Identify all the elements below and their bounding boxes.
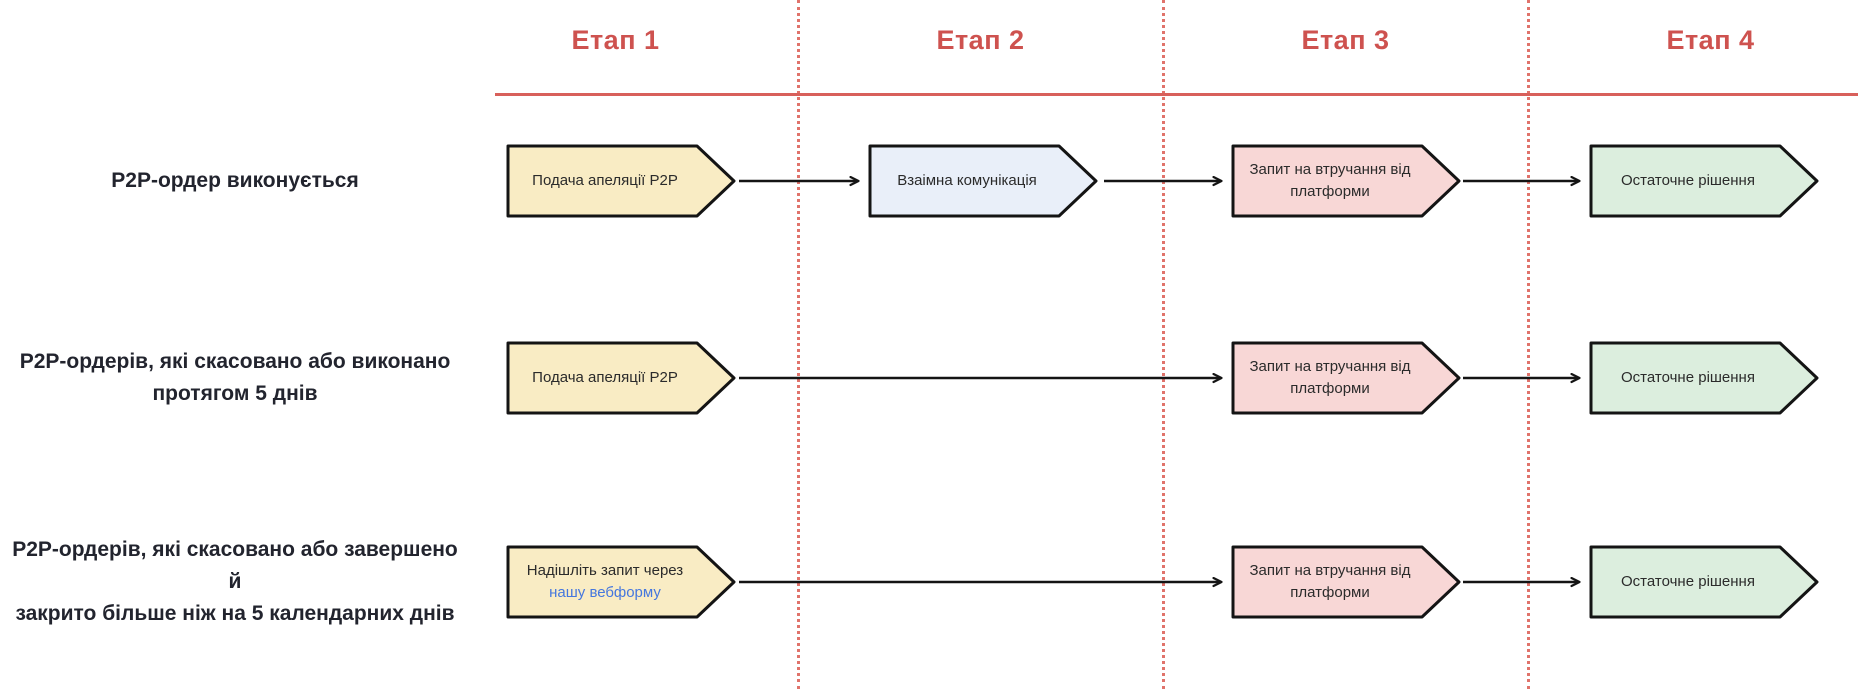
chevron-shape — [868, 144, 1098, 218]
stage-header-3: Етап 3 — [1301, 24, 1390, 55]
step-r1-submit-appeal: Подача апеляції P2P — [506, 144, 736, 218]
stage-divider-2 — [1162, 0, 1165, 689]
stage-header-rule — [495, 93, 1858, 96]
chevron-shape — [1589, 341, 1819, 415]
step-label: Взаімна комунікація — [897, 172, 1037, 190]
step-label: Подача апеляції P2P — [532, 369, 678, 387]
webform-link[interactable]: нашу вебформу — [549, 584, 661, 601]
step-r3-platform-intervention: Запит на втручання від платформи — [1231, 545, 1461, 619]
stage-divider-3 — [1527, 0, 1530, 689]
stage-header-1: Етап 1 — [571, 24, 660, 55]
chevron-shape — [1231, 341, 1461, 415]
stage-header-2: Етап 2 — [936, 24, 1025, 55]
chevron-shape — [1589, 545, 1819, 619]
step-label: Запит на втручання від платформи — [1249, 562, 1411, 601]
chevron-shape — [506, 545, 736, 619]
row-label-closed-over-5-days: P2P-ордерів, які скасовано або завершено… — [12, 538, 458, 625]
step-r3-final-decision: Остаточне рішення — [1589, 545, 1819, 619]
step-label: Остаточне рішення — [1621, 172, 1755, 190]
step-label: Подача апеляції P2P — [532, 172, 678, 190]
stage-header-4: Етап 4 — [1666, 24, 1755, 55]
chevron-shape — [506, 144, 736, 218]
step-label: Остаточне рішення — [1621, 573, 1755, 591]
step-r2-submit-appeal: Подача апеляції P2P — [506, 341, 736, 415]
step-r1-platform-intervention: Запит на втручання від платформи — [1231, 144, 1461, 218]
step-label-line1: Надішліть запит через — [526, 562, 684, 580]
chevron-shape — [1231, 144, 1461, 218]
stage-divider-1 — [797, 0, 800, 689]
step-r2-platform-intervention: Запит на втручання від платформи — [1231, 341, 1461, 415]
step-label: Надішліть запит через нашу вебформу — [520, 545, 690, 619]
step-label: Запит на втручання від платформи — [1249, 161, 1411, 200]
step-r1-final-decision: Остаточне рішення — [1589, 144, 1819, 218]
step-label: Остаточне рішення — [1621, 369, 1755, 387]
row-label-cancelled-within-5-days: P2P-ордерів, які скасовано або виконано … — [19, 350, 451, 405]
step-r2-final-decision: Остаточне рішення — [1589, 341, 1819, 415]
chevron-shape — [506, 341, 736, 415]
row-label-order-in-progress: P2P-ордер виконується — [111, 169, 359, 193]
chevron-shape — [1589, 144, 1819, 218]
chevron-shape — [1231, 545, 1461, 619]
step-r3-send-webform-request: Надішліть запит через нашу вебформу — [506, 545, 736, 619]
step-r1-mutual-communication: Взаімна комунікація — [868, 144, 1098, 218]
step-label: Запит на втручання від платформи — [1249, 358, 1411, 397]
